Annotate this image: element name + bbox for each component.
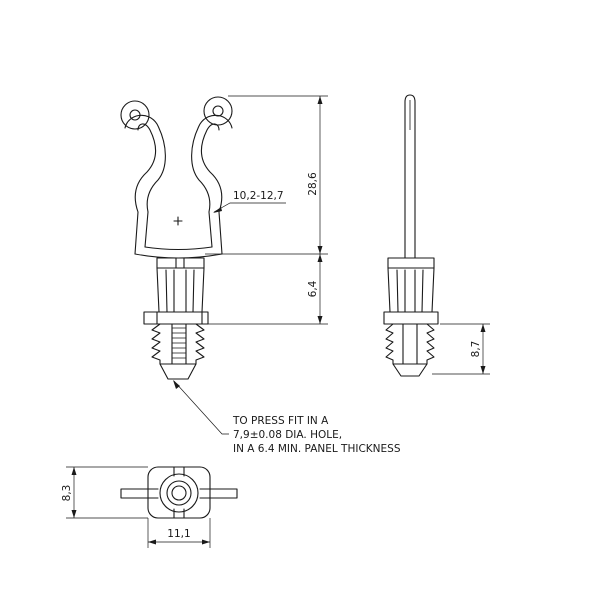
note-line-1: TO PRESS FIT IN A xyxy=(232,415,329,427)
side-tip xyxy=(392,363,428,377)
right-hook-arm xyxy=(200,123,223,255)
side-barb-right xyxy=(426,323,435,365)
side-barb-left xyxy=(385,323,394,365)
side-head-block xyxy=(387,257,435,269)
side-view xyxy=(383,94,439,377)
side-flange xyxy=(383,311,439,325)
dim-barb-height: 8,7 xyxy=(470,341,482,358)
dim-loop-diameter: 10,2-12,7 xyxy=(233,190,284,202)
side-shaft-core xyxy=(402,323,418,365)
side-blade xyxy=(404,94,416,259)
dim-clip-height: 28,6 xyxy=(307,172,319,196)
right-hook-eye-hole xyxy=(212,105,224,117)
bottom-right-tab xyxy=(208,488,238,499)
side-body-lines xyxy=(396,269,424,313)
left-hook-arm-inner xyxy=(124,114,166,248)
body-outline xyxy=(156,267,205,313)
shaft-tip xyxy=(159,363,197,380)
left-hook-eye-hole xyxy=(129,109,141,121)
flange xyxy=(143,311,209,325)
bottom-mid-ring xyxy=(166,480,192,506)
left-hook-eye xyxy=(120,100,150,130)
loop-center-mark xyxy=(173,216,183,226)
bottom-view xyxy=(120,466,238,519)
front-dimensions: 28,6 6,4 10,2-12,7 xyxy=(205,95,328,325)
bottom-inner-ring xyxy=(171,485,187,501)
press-fit-note: TO PRESS FIT IN A 7,9±0.08 DIA. HOLE, IN… xyxy=(173,380,401,455)
shaft-core xyxy=(171,323,187,365)
bottom-dimensions: 8,3 11,1 xyxy=(61,466,211,548)
body-inner-lines xyxy=(165,269,195,313)
right-hook-eye xyxy=(203,96,233,126)
side-dimensions: 8,7 xyxy=(432,323,490,375)
note-line-3: IN A 6.4 MIN. PANEL THICKNESS xyxy=(233,443,401,455)
flange-lines xyxy=(156,311,203,325)
dim-bottom-depth: 8,3 xyxy=(61,485,73,502)
barb-right xyxy=(195,323,205,365)
bottom-body-notches xyxy=(147,466,211,519)
loop-bottom-inner xyxy=(144,246,213,251)
front-view xyxy=(120,96,233,380)
bottom-outer-ring xyxy=(159,473,199,513)
side-body xyxy=(387,267,435,313)
shaft-threads xyxy=(172,327,186,359)
dim-bottom-width: 11,1 xyxy=(167,528,190,540)
bottom-body xyxy=(147,466,211,519)
right-hook-arm-inner xyxy=(191,114,233,248)
note-line-2: 7,9±0.08 DIA. HOLE, xyxy=(233,429,342,441)
head-block-lines xyxy=(175,257,185,269)
barb-left xyxy=(151,323,161,365)
dim-base-height: 6,4 xyxy=(307,280,319,297)
bottom-left-tab xyxy=(120,488,150,499)
loop-bottom xyxy=(134,253,223,259)
left-hook-arm xyxy=(134,123,157,255)
head-block xyxy=(156,257,205,269)
